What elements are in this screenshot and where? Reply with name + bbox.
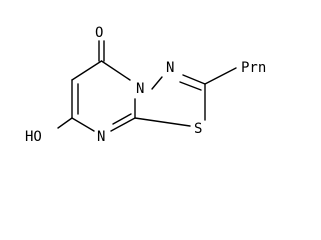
atom-hydroxy-group: HO: [25, 129, 42, 145]
atom-propyl-group: Prn: [241, 60, 266, 76]
atom-ring-nitrogen-bottom: N: [97, 129, 105, 145]
atom-carbonyl-oxygen: O: [95, 25, 103, 41]
bond-n8-c8a-double-a: [110, 117, 136, 132]
bond-n3-c2-double-a: [182, 74, 206, 85]
bond-c5-c6: [71, 60, 103, 81]
bond-n4-n3: [151, 76, 163, 90]
bond-c7-oh: [57, 117, 73, 129]
bond-c2-propyl: [204, 67, 237, 85]
bond-n3-c2-double-b: [179, 81, 202, 91]
atom-ring-nitrogen-bridge: N: [136, 81, 144, 97]
bond-c7-n8: [71, 117, 95, 132]
bond-n4-c5: [100, 60, 131, 81]
atom-sulfur: S: [194, 121, 202, 137]
bond-n8-c8a-double-b: [112, 113, 132, 125]
atom-ring-nitrogen-top: N: [166, 60, 174, 76]
chemical-structure-diagram: O N N N S HO Prn: [25, 25, 266, 145]
bond-s-c8a: [134, 117, 191, 127]
